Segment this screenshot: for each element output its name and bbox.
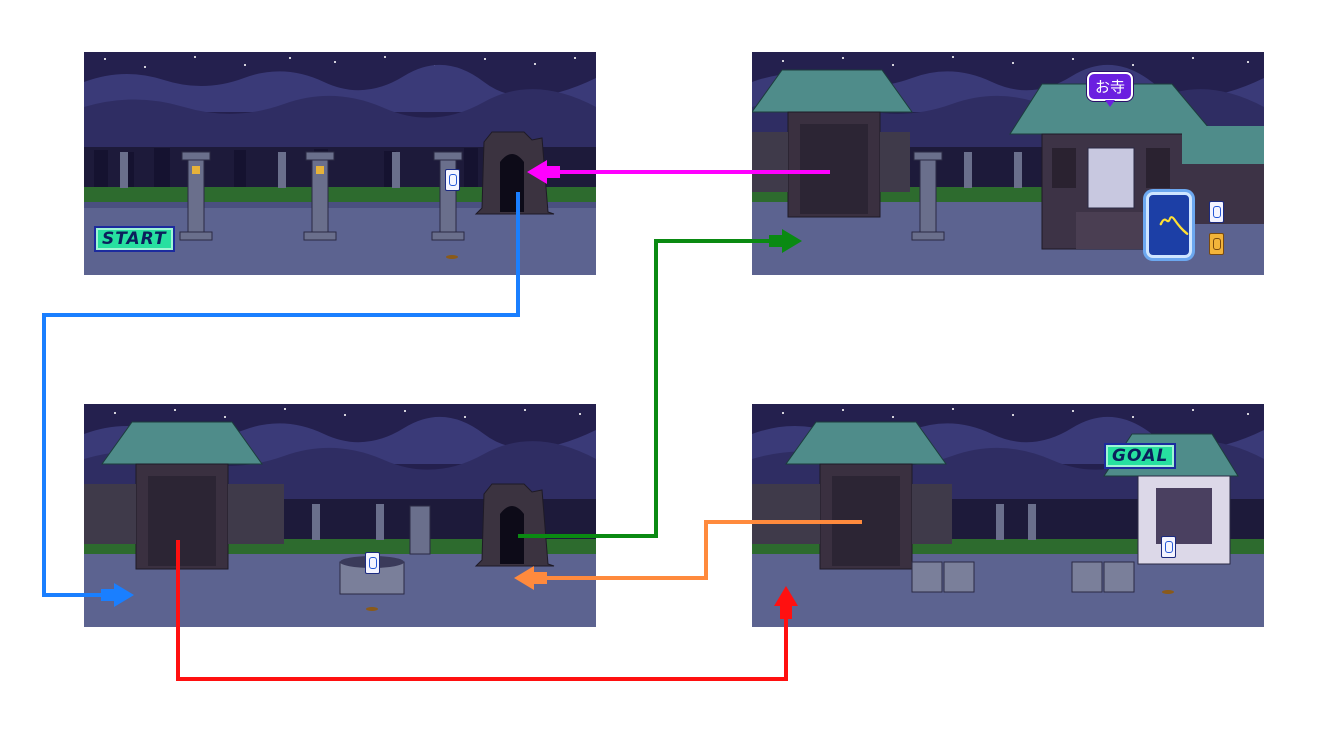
goal-label: GOAL (1104, 443, 1177, 469)
card-icon (1161, 536, 1176, 558)
card-icon (445, 169, 460, 191)
gold-card-icon (1209, 233, 1224, 255)
scene-temple: お寺 〽 (752, 52, 1264, 275)
start-label: START (94, 226, 175, 252)
temple-speech-bubble: お寺 (1087, 72, 1134, 107)
card-icon (365, 552, 380, 574)
scene-start: START (84, 52, 596, 275)
card-icon (1209, 201, 1224, 223)
scene-goal-art (752, 404, 1264, 627)
scene-goal: GOAL (752, 404, 1264, 627)
scroll-card-icon: 〽 (1146, 192, 1192, 258)
scene-gate (84, 404, 596, 627)
scene-gate-art (84, 404, 596, 627)
